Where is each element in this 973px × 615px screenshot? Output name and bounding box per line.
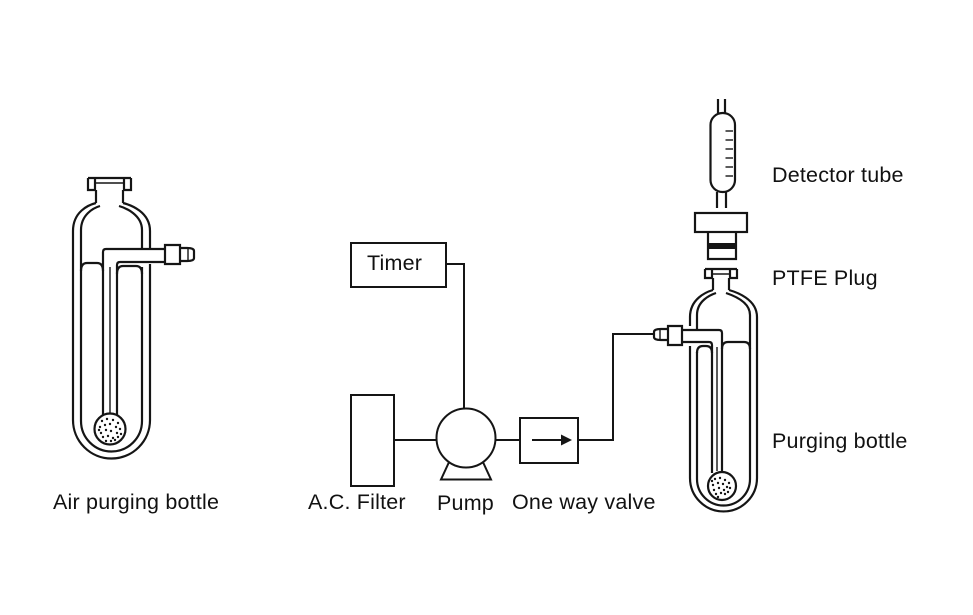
flow-arrow-head [561,434,572,446]
valve-to-bottle-line [578,333,654,441]
detector-tube-drawing [709,99,737,208]
timer-box-drawing [350,242,447,288]
timer-label: Timer [367,251,423,275]
one-way-valve-drawing [519,417,579,464]
ac-filter-box-drawing [350,394,395,487]
one-way-valve-label: One way valve [512,490,656,514]
purging-bottle-label: Purging bottle [772,429,908,453]
purging-bottle-drawing [652,267,759,513]
pump-body [435,407,497,469]
detector-tube-graduations [725,130,733,177]
timer-to-pump-line [446,263,465,409]
ac-filter-label: A.C. Filter [308,490,406,514]
pump-label: Pump [437,491,494,515]
tubing-lines [394,263,654,441]
air-purging-bottle-label: Air purging bottle [53,490,220,514]
ptfe-plug-drawing [693,211,749,261]
ptfe-plug-label: PTFE Plug [772,266,878,290]
detector-tube-label: Detector tube [772,163,904,187]
pump-drawing [435,407,497,481]
frit-stipple-left [97,417,123,443]
frit-stipple-right [710,476,732,499]
air-purging-bottle-drawing [71,176,196,460]
